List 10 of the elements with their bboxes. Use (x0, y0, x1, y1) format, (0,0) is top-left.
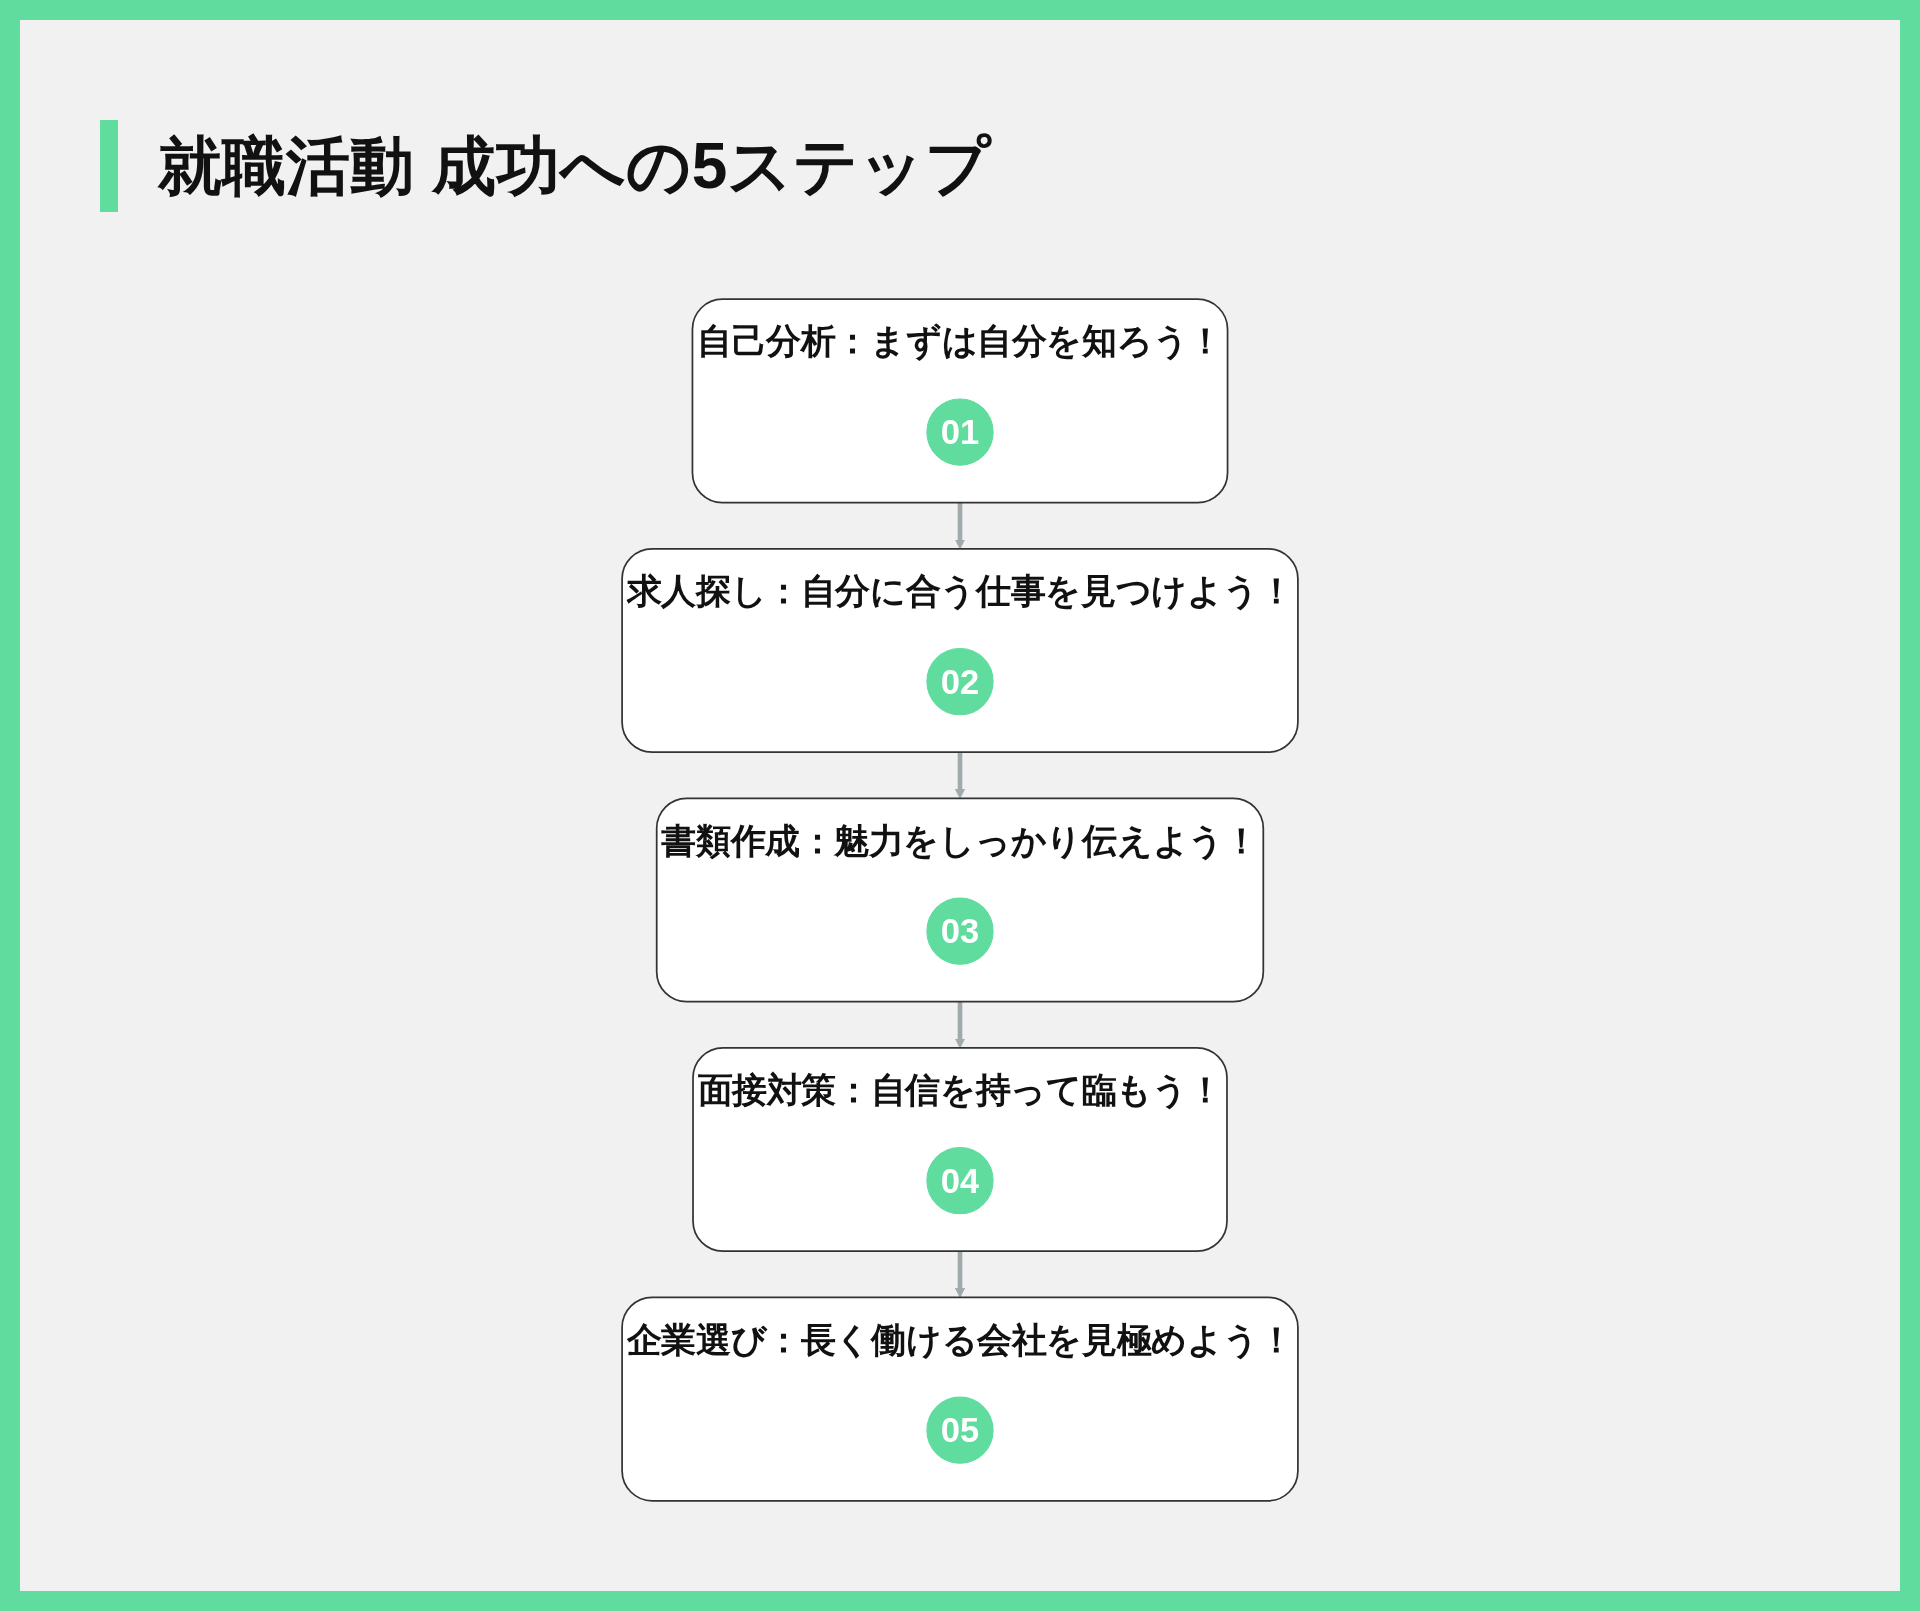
node-circle: 03 (926, 897, 994, 965)
node-circle: 05 (926, 1396, 994, 1464)
arrow (954, 1001, 966, 1049)
node-circle: 04 (926, 1147, 994, 1215)
arrow (954, 502, 966, 550)
node-circle: 01 (926, 398, 994, 466)
arrow (954, 1251, 966, 1298)
node-circle: 02 (926, 647, 994, 716)
arrow (954, 752, 966, 799)
diagram-title: 就職活動 成功への5ステップ (158, 128, 992, 204)
